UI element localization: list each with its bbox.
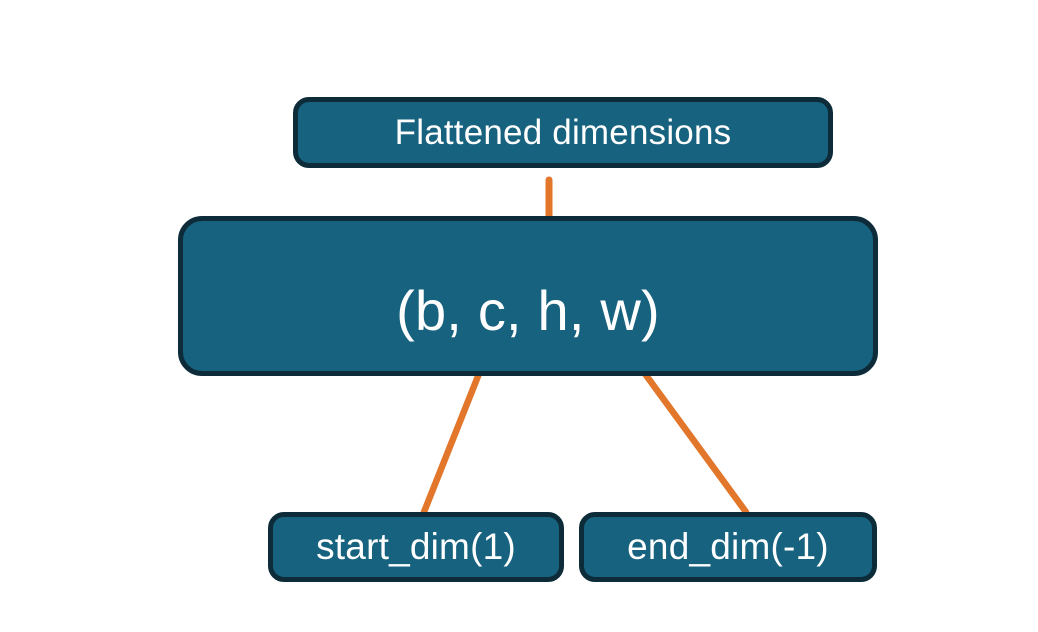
node-flattened-dimensions-label: Flattened dimensions — [394, 112, 732, 152]
node-start-dim-label: start_dim(1) — [316, 526, 516, 567]
node-tensor-shape-label: (b, c, h, w) — [396, 278, 660, 342]
node-start-dim[interactable]: start_dim(1) — [268, 512, 564, 582]
node-end-dim[interactable]: end_dim(-1) — [579, 512, 877, 582]
node-flattened-dimensions[interactable]: Flattened dimensions — [293, 97, 833, 168]
node-tensor-shape[interactable]: (b, c, h, w) — [178, 216, 878, 376]
node-end-dim-label: end_dim(-1) — [627, 526, 829, 567]
